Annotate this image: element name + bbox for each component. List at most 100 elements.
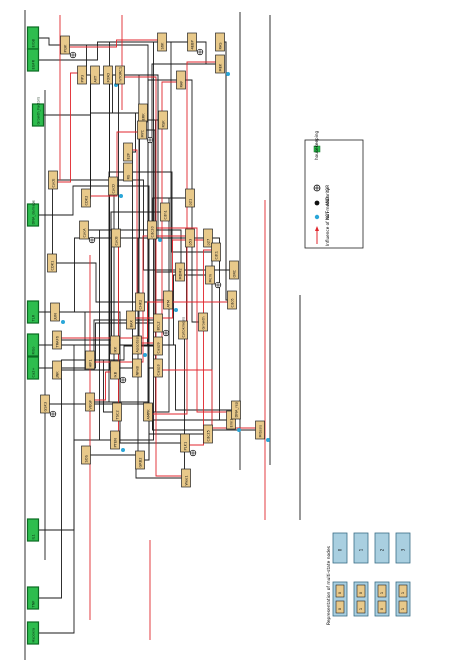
- edge: [33, 344, 115, 531]
- node-n17: CycE: [48, 170, 58, 190]
- module-inner-label: 1: [379, 591, 384, 594]
- node-label: E2F: [127, 153, 131, 160]
- edge: [52, 262, 140, 303]
- node-n33: Casp3: [153, 358, 163, 378]
- node-n34: Apoptosis: [132, 335, 142, 355]
- node-n20: CDK1: [47, 253, 57, 273]
- node-n15: Rb: [123, 162, 133, 182]
- node-n42: VEGF: [85, 392, 95, 412]
- node-n31: BCL2: [153, 313, 163, 333]
- not-junction-icon: [226, 72, 230, 76]
- node-n35: NFkB: [132, 358, 142, 378]
- input-node-in7: Ca2+: [26, 356, 40, 380]
- edge: [142, 129, 168, 301]
- node-box: [160, 202, 170, 222]
- node-box: [226, 410, 236, 430]
- node-box: [90, 65, 100, 85]
- node-box: [111, 228, 121, 248]
- logic-junctions: [49, 48, 270, 457]
- input-node-in2: EGFR: [26, 48, 40, 72]
- node-box: [157, 32, 167, 52]
- module-state-box: [374, 532, 390, 564]
- node-label: Cdt1: [215, 251, 219, 260]
- node-label: S6K: [161, 42, 165, 50]
- node-label: mTORC1: [119, 67, 123, 83]
- node-n19: CycA: [79, 220, 89, 240]
- edge: [68, 39, 165, 48]
- module-state-label: 0: [338, 548, 343, 551]
- input-label: EGFR: [32, 59, 36, 69]
- edge: [52, 179, 53, 264]
- node-n5: mTORC1: [115, 65, 125, 85]
- node-label: Emi1: [230, 418, 234, 427]
- edge: [123, 76, 189, 477]
- input-label: Growth_Factors: [37, 97, 41, 125]
- node-label: Apoptosis: [136, 335, 140, 353]
- legend-label-arrow: Influence of non-modularity: [325, 187, 330, 246]
- input-box: [26, 48, 40, 72]
- node-box: [176, 70, 186, 90]
- node-n41: HIF1: [85, 350, 95, 370]
- edge: [33, 37, 65, 46]
- edge: [161, 369, 263, 429]
- input-node-in3: Growth_Factors: [31, 97, 45, 127]
- node-box: [203, 228, 213, 248]
- node-box: [163, 290, 173, 310]
- node-n8: RAS: [215, 32, 225, 52]
- module-state-box: [395, 532, 411, 564]
- node-label: DNA_rep: [235, 401, 239, 417]
- node-box: [211, 242, 221, 262]
- node-label: GRB2: [139, 457, 143, 467]
- node-label: CDK1: [51, 261, 55, 271]
- node-box: [110, 360, 120, 380]
- not-junction-icon: [266, 438, 270, 442]
- node-box: [52, 330, 62, 350]
- node-label: TRAF6: [56, 335, 60, 348]
- node-label: PIP3: [81, 75, 85, 83]
- node-box: [112, 402, 122, 422]
- node-n6: S6K: [157, 32, 167, 52]
- node-box: [143, 402, 153, 422]
- node-n7: 4EBP: [187, 32, 197, 52]
- edge: [90, 359, 117, 413]
- node-n51: Cdc25: [203, 424, 213, 444]
- node-box: [60, 35, 70, 55]
- node-box: [135, 450, 145, 470]
- node-label: JNK: [56, 371, 60, 379]
- node-n57: DNA_rep: [231, 400, 241, 420]
- node-n56: ORC: [229, 260, 239, 280]
- not-junction-icon: [143, 353, 147, 357]
- node-n59: Cytokinesis: [178, 317, 188, 340]
- edge: [155, 227, 239, 413]
- node-label: CDK2: [85, 196, 89, 206]
- node-label: MYC: [141, 129, 145, 137]
- node-box: [215, 54, 225, 74]
- legend-frame: [304, 139, 364, 249]
- module-inner-node: [377, 600, 387, 614]
- node-box: [153, 358, 163, 378]
- not-junction-icon: [119, 194, 123, 198]
- node-box: [153, 336, 163, 356]
- input-label: IL1: [32, 534, 36, 539]
- node-label: Cytokinesis: [182, 317, 186, 338]
- node-n53: Cdc6: [227, 290, 237, 310]
- node-box: [147, 220, 157, 240]
- module-state-label: 3: [401, 548, 406, 551]
- node-label: RAF: [180, 81, 184, 88]
- node-box: [231, 400, 241, 420]
- input-box: [26, 356, 40, 380]
- edge: [152, 229, 210, 276]
- node-n50: Wee1: [181, 468, 191, 488]
- node-n25: p27: [203, 228, 213, 248]
- node-box: [178, 320, 188, 340]
- legend-item-and: AND: [314, 197, 330, 206]
- node-label: SOS: [85, 454, 89, 462]
- module-inner-label: 1: [400, 591, 405, 594]
- edge: [33, 359, 90, 599]
- input-node-in5: TLR: [26, 300, 40, 324]
- node-n58: Mitosis: [255, 420, 265, 440]
- node-n30: BAX: [126, 310, 136, 330]
- edge: [108, 74, 208, 239]
- node-label: CycA: [83, 228, 87, 238]
